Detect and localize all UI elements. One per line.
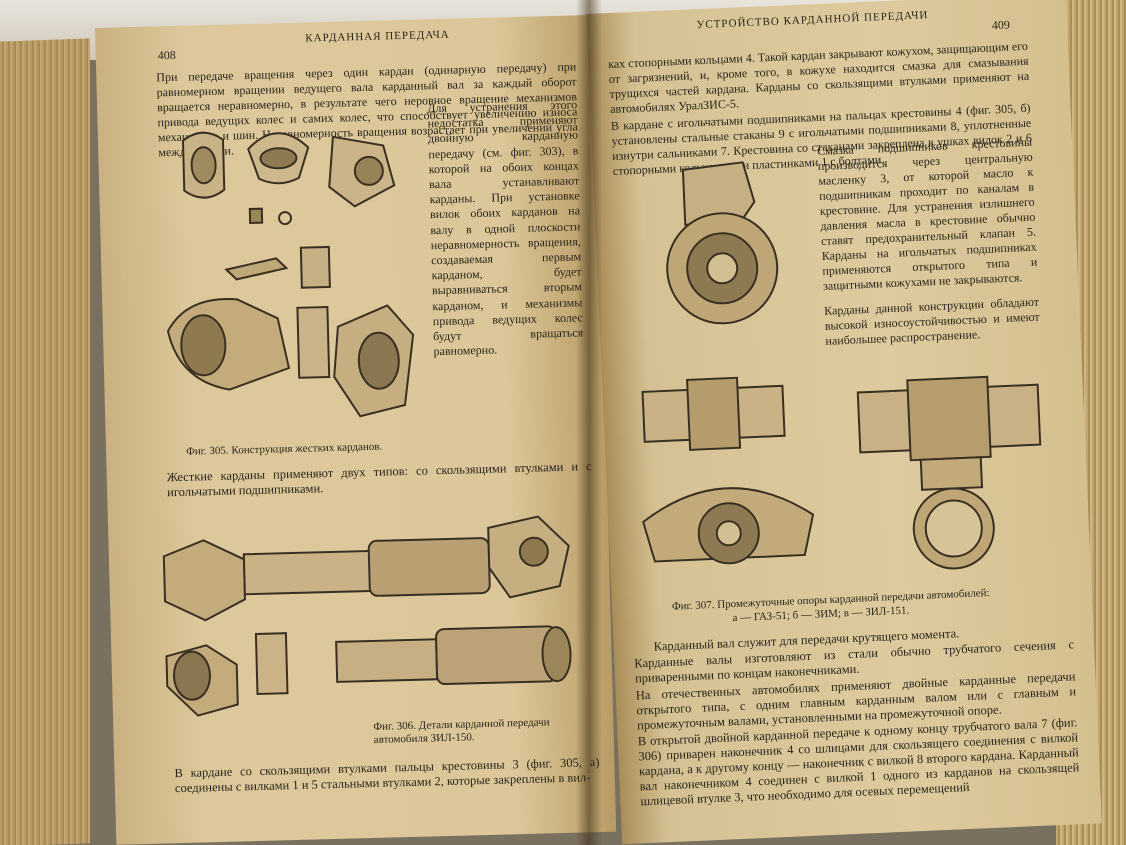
right-paragraph-3: Смазка подшипников крестовины производит…	[816, 134, 1038, 293]
paragraph-3: Жесткие карданы применяют двух типов: со…	[166, 459, 592, 500]
figure-306-drawing	[153, 505, 588, 726]
right-page: УСТРОЙСТВО КАРДАННОЙ ПЕРЕДАЧИ 409 ках ст…	[586, 0, 1102, 845]
page-number-left: 408	[157, 47, 176, 63]
figure-305-caption: Фиг. 305. Конструкция жестких карданов.	[185, 440, 383, 458]
figure-307a-drawing	[642, 155, 800, 351]
paragraph-4: В кардане со скользящими втулками пальцы…	[174, 755, 600, 796]
left-page: 408 КАРДАННАЯ ПЕРЕДАЧА При передаче вращ…	[95, 14, 617, 845]
running-header-left: КАРДАННАЯ ПЕРЕДАЧА	[305, 28, 450, 45]
page-number-right: 409	[991, 17, 1011, 33]
running-header-right: УСТРОЙСТВО КАРДАННОЙ ПЕРЕДАЧИ	[696, 9, 929, 32]
figure-307c-drawing	[846, 354, 1055, 583]
figure-305-drawing	[152, 115, 420, 442]
book-gutter-shadow	[576, 0, 602, 845]
figure-307b-drawing	[627, 364, 826, 592]
paragraph-2: Для устранения этого недостатка применяю…	[427, 97, 584, 359]
book-page-edges-left	[0, 38, 90, 845]
figure-306-caption: Фиг. 306. Детали карданной передачи авто…	[373, 716, 550, 746]
right-paragraph-4: Карданы данной конструкции обладают высо…	[823, 294, 1040, 348]
